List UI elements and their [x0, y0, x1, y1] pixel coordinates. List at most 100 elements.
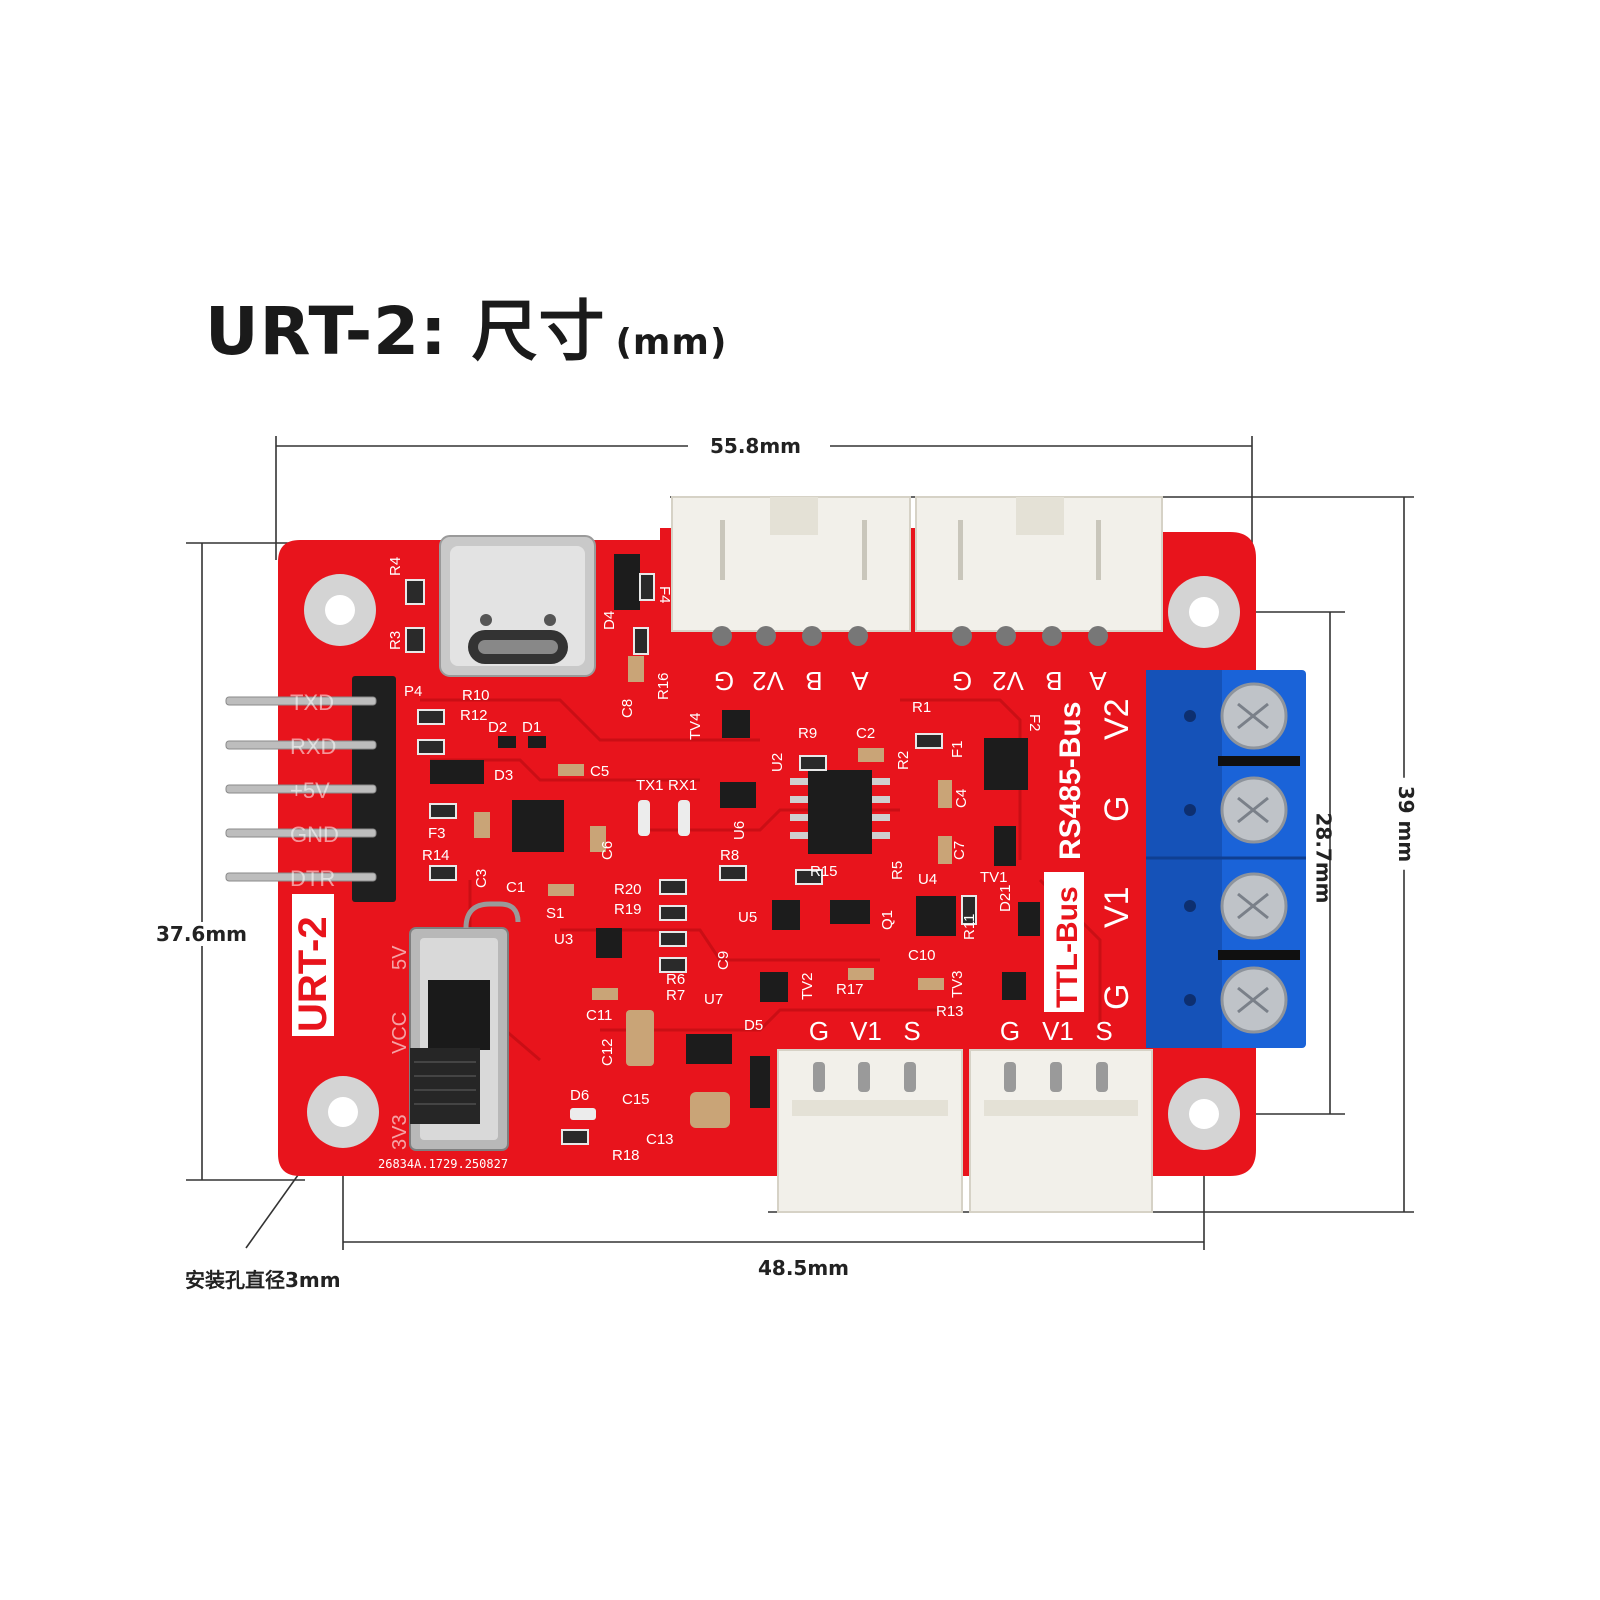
dim-width: 55.8mm: [702, 434, 810, 458]
ref-r1: R1: [912, 699, 931, 716]
usb-c-connector: [439, 535, 596, 677]
ref-u5: U5: [738, 909, 757, 926]
board-name: URT-2: [291, 916, 335, 1032]
pcb-body: [278, 528, 1256, 1176]
ic-sop8: [808, 770, 872, 854]
switch-label-3v3: 3V3: [389, 1114, 411, 1150]
ref-r11: R11: [961, 914, 978, 940]
title-unit: (mm): [615, 322, 728, 363]
top-right-pin-g: G: [952, 666, 972, 696]
terminal-label-v1: V1: [1098, 886, 1136, 928]
dim-hole-horizontal: 48.5mm: [758, 1256, 850, 1280]
ref-c7: C7: [951, 841, 968, 860]
terminal-label-v2: V2: [1098, 698, 1136, 740]
bottom-left-pin-s: S: [903, 1016, 920, 1046]
pin-label-gnd: GND: [290, 822, 339, 847]
pin-header: [225, 676, 396, 902]
pin-label-rxd: RXD: [290, 734, 336, 759]
ref-r18: R18: [612, 1147, 640, 1164]
ref-u4: U4: [918, 871, 937, 888]
ref-d3: D3: [494, 767, 513, 784]
ref-p4: P4: [404, 683, 422, 700]
board-serial: 26834A.1729.250827: [378, 1157, 508, 1171]
mounting-holes: [304, 574, 1240, 1150]
bottom-right-pin-v1: V1: [1042, 1016, 1074, 1046]
mounting-hole-note: 安装孔直径3mm: [185, 1268, 341, 1292]
ref-r19: R19: [614, 901, 642, 918]
terminal-label-g-bottom: G: [1098, 984, 1136, 1010]
bottom-left-pin-v1: V1: [850, 1016, 882, 1046]
ref-tv2: TV2: [799, 972, 816, 1000]
slide-switch: [409, 901, 521, 1151]
ref-f3: F3: [428, 825, 446, 842]
ref-r20: R20: [614, 881, 642, 898]
ref-r4: R4: [387, 557, 404, 576]
pin-label-5v: +5V: [290, 778, 330, 803]
ref-u3: U3: [554, 931, 573, 948]
dim-hole-vertical: 28.7mm: [1311, 812, 1336, 904]
ic-qfn: [512, 800, 564, 852]
ref-q1: Q1: [879, 910, 896, 930]
ref-d5: D5: [744, 1017, 763, 1034]
ref-c12: C12: [599, 1038, 616, 1066]
ref-r16: R16: [655, 672, 672, 700]
bus-label-ttl: TTL-Bus: [1051, 886, 1084, 1008]
ref-f1: F1: [949, 740, 966, 758]
ref-r6: R6: [666, 971, 685, 988]
screw-terminal: [1146, 670, 1306, 1048]
top-connectors: [671, 496, 1163, 646]
board-name-label: URT-2: [291, 894, 335, 1036]
ref-r10: R10: [462, 687, 490, 704]
bottom-connectors: [777, 1049, 1153, 1213]
ref-f2: F2: [1026, 714, 1043, 732]
page-title: URT-2: 尺寸(mm): [205, 278, 727, 374]
top-left-pin-a: A: [851, 666, 869, 696]
ref-c5: C5: [590, 763, 609, 780]
ref-tx1: TX1: [636, 777, 664, 794]
ref-tv3: TV3: [949, 970, 966, 998]
top-left-pin-g: G: [714, 666, 734, 696]
ref-tv4: TV4: [687, 712, 704, 740]
ref-r15: R15: [810, 863, 838, 880]
components: [405, 554, 1040, 1145]
ref-r9: R9: [798, 725, 817, 742]
bottom-right-pin-s: S: [1095, 1016, 1112, 1046]
bottom-right-pin-g: G: [1000, 1016, 1020, 1046]
terminal-label-g-top: G: [1098, 796, 1136, 822]
ref-c3: C3: [473, 869, 490, 888]
ref-r2: R2: [895, 751, 912, 770]
top-left-pin-v2: V2: [752, 666, 784, 696]
ref-d2: D2: [488, 719, 507, 736]
ref-r12: R12: [460, 707, 488, 724]
ref-r7: R7: [666, 987, 685, 1004]
bus-labels: TTL-Bus RS485-Bus: [1044, 702, 1087, 1012]
ref-d21: D21: [997, 884, 1014, 912]
ref-u7: U7: [704, 991, 723, 1008]
ref-d4: D4: [601, 611, 618, 630]
ref-c1: C1: [506, 879, 525, 896]
ref-c9: C9: [715, 951, 732, 970]
ref-d6: D6: [570, 1087, 589, 1104]
ref-r5: R5: [889, 861, 906, 880]
top-right-pin-v2: V2: [992, 666, 1024, 696]
ref-r17: R17: [836, 981, 864, 998]
title-main: URT-2: 尺寸: [205, 293, 606, 370]
ref-c13: C13: [646, 1131, 674, 1148]
ref-s1: S1: [546, 905, 564, 922]
ref-d1: D1: [522, 719, 541, 736]
ref-c2: C2: [856, 725, 875, 742]
switch-label-vcc: VCC: [389, 1012, 411, 1054]
bottom-left-pin-g: G: [809, 1016, 829, 1046]
ref-f4: F4: [656, 586, 673, 604]
ref-c8: C8: [619, 699, 636, 718]
switch-label-5v: 5V: [389, 945, 411, 970]
ref-tv1: TV1: [980, 869, 1008, 886]
ref-r13: R13: [936, 1003, 964, 1020]
ref-r3: R3: [387, 631, 404, 650]
bus-label-rs485: RS485-Bus: [1054, 702, 1087, 860]
component-labels: R4 R3 D4 F4 R16 C8 R10 R12 P4 D2 D1 D3 C…: [387, 557, 1043, 1164]
ref-r8: R8: [720, 847, 739, 864]
ref-u6: U6: [731, 821, 748, 840]
top-left-pin-b: B: [805, 666, 822, 696]
